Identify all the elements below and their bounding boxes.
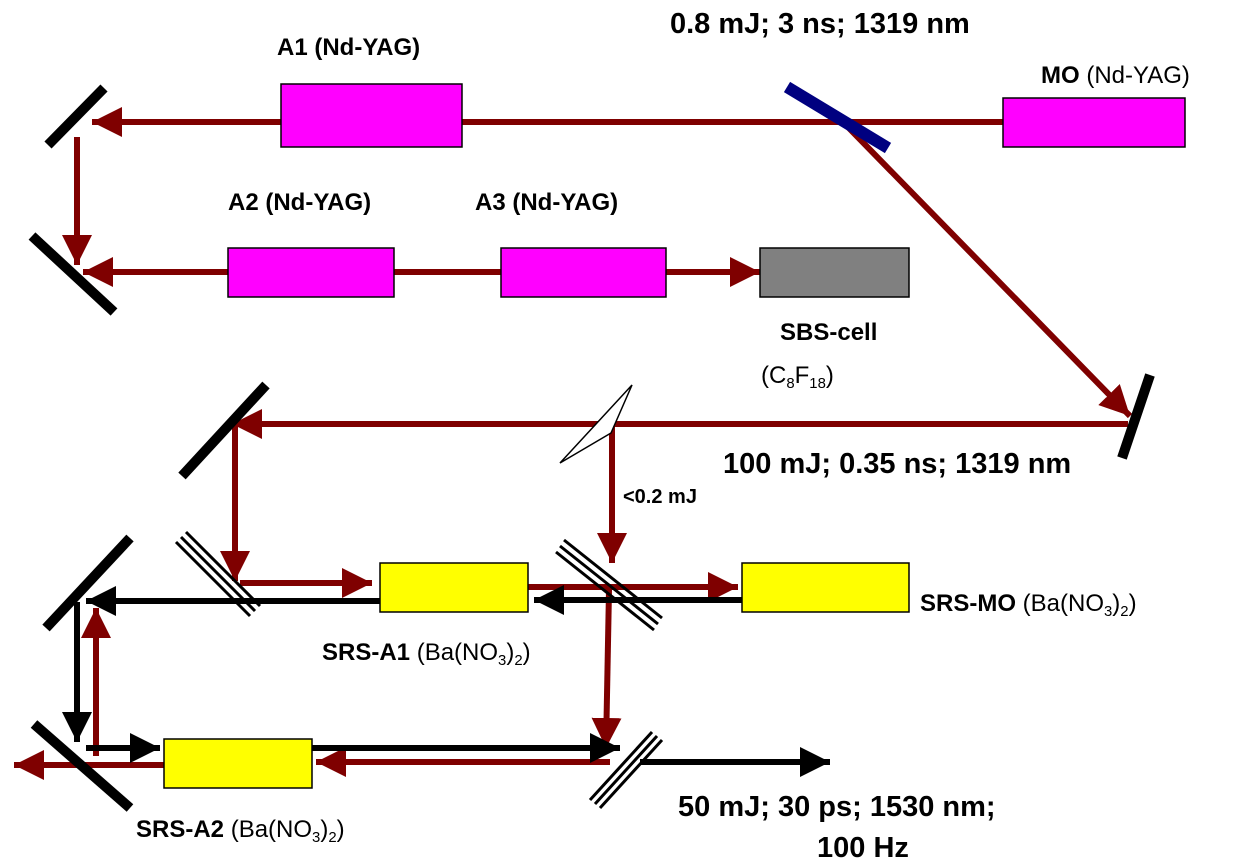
beam-splitter-3 [588, 730, 664, 810]
wedge-pickoff [559, 384, 633, 464]
a3-box [500, 247, 667, 298]
srs-mo-box [741, 562, 910, 613]
mirror-1 [44, 84, 108, 149]
mo-label: MO (Nd-YAG) [1041, 64, 1190, 88]
a3-label: A3 (Nd-YAG) [475, 189, 619, 216]
mo-medium: (Nd-YAG) [1086, 62, 1190, 89]
srs-a2-box [163, 738, 313, 789]
mirrors [28, 84, 1155, 812]
a2-label: A2 (Nd-YAG) [228, 189, 372, 216]
pickoff-energy-label: <0.2 mJ [623, 486, 697, 508]
beam-polarizer-to-mirror3 [840, 119, 1133, 419]
sbs-cell-box [759, 247, 910, 298]
sbs-cell-name: SBS-cell [780, 319, 878, 346]
mo-box [1002, 97, 1186, 148]
srs-crystals [163, 562, 910, 789]
mirror-3 [1117, 373, 1155, 460]
stokes-beam-paths [62, 585, 830, 777]
final-output-label-line1: 50 mJ; 30 ps; 1530 nm; [678, 791, 996, 823]
sbs-cell-medium: (C8F18) [761, 362, 834, 393]
mo-name: MO [1041, 62, 1080, 89]
a1-box [280, 83, 463, 148]
beam-bs2-down [591, 589, 622, 749]
a2-box [227, 247, 395, 298]
srs-a2-label: SRS-A2 (Ba(NO3)2) [136, 816, 345, 847]
srs-a1-box [379, 562, 529, 613]
a1-label: A1 (Nd-YAG) [277, 34, 421, 61]
pump-beam-paths [13, 107, 1133, 780]
compressed-output-label: 100 mJ; 0.35 ns; 1319 nm [723, 448, 1072, 480]
nd-yag-elements [227, 83, 1186, 298]
srs-a1-label: SRS-A1 (Ba(NO3)2) [322, 639, 531, 670]
mirror-4 [178, 381, 270, 480]
beam-splitters [174, 530, 664, 810]
thin-film-polarizer [783, 81, 892, 154]
mirror-2 [28, 232, 118, 316]
srs-mo-label: SRS-MO (Ba(NO3)2) [920, 590, 1137, 621]
mirror-6 [30, 720, 134, 812]
top-output-label: 0.8 mJ; 3 ns; 1319 nm [670, 8, 970, 40]
beam-splitter-2 [555, 538, 663, 632]
mirror-5 [42, 534, 134, 632]
beam-splitter-1 [174, 530, 262, 618]
final-output-label-line2: 100 Hz [817, 832, 909, 864]
